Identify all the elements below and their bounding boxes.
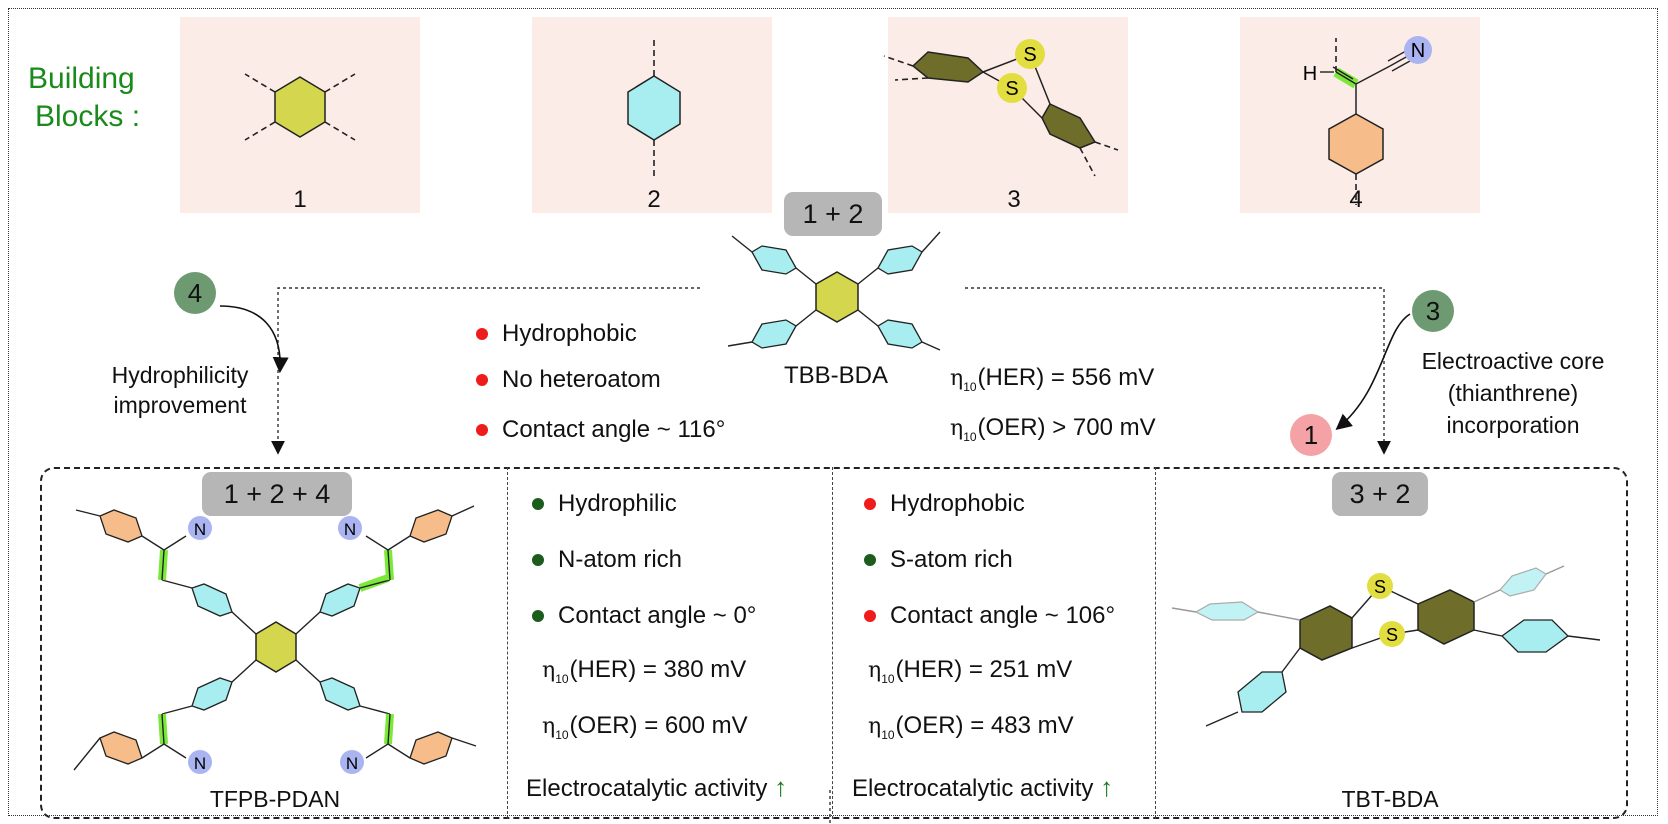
block-3-sulfur-top: S [1023, 44, 1036, 66]
tbb-oer: η10(OER) > 700 mV [950, 414, 1156, 444]
block-2-structure [627, 40, 681, 176]
tbb-name: TBB-BDA [783, 362, 888, 389]
tbt-activity: Electrocatalytic activity ↑ [852, 772, 1114, 802]
tfpb-property-1: Hydrophilic [532, 490, 677, 518]
building-block-panel-4 [1240, 17, 1480, 213]
block-1-structure [244, 73, 356, 141]
tbt-name: TBT-BDA [1341, 786, 1439, 812]
tbt-bda-structure: S S [1171, 565, 1601, 727]
positive-dot [532, 610, 544, 622]
tbt-oer: η10(OER) = 483 mV [868, 712, 1074, 742]
right-path-label-1: Electroactive core [1421, 348, 1605, 374]
tbt-sulfur-bottom: S [1386, 625, 1398, 645]
positive-dot [864, 554, 876, 566]
divider-2 [832, 467, 833, 819]
tbb-property-3: Contact angle ~ 116° [476, 416, 725, 444]
negative-dot [476, 424, 488, 436]
block-4-structure: N H [1303, 36, 1432, 205]
tbt-property-2: S-atom rich [864, 546, 1013, 574]
tbb-her: η10(HER) = 556 mV [950, 364, 1155, 394]
activity-up-arrow: ↑ [1100, 772, 1114, 802]
tbb-badge: 1 + 2 [784, 192, 882, 236]
positive-dot [532, 554, 544, 566]
tfpb-pdan-structure: N N N N [73, 505, 477, 774]
left-path-circle: 4 [174, 272, 216, 314]
activity-up-arrow: ↑ [774, 772, 788, 802]
left-path-connector [271, 287, 700, 455]
tfpb-nitrogen-4: N [194, 754, 206, 773]
tfpb-nitrogen-2: N [194, 520, 206, 539]
tbt-her: η10(HER) = 251 mV [868, 656, 1073, 686]
block-number-2: 2 [647, 186, 661, 213]
tfpb-nitrogen-1: N [344, 520, 356, 539]
tfpb-badge: 1 + 2 + 4 [202, 472, 352, 516]
block-number-1: 1 [293, 186, 307, 213]
right-curved-arrow [1335, 313, 1411, 431]
heading-line-1: Building [28, 62, 135, 95]
right-path-label-2: (thianthrene) [1447, 380, 1579, 406]
negative-dot [476, 374, 488, 386]
outer-border [8, 8, 1658, 816]
tbb-property-1: Hydrophobic [476, 320, 637, 348]
tfpb-oer: η10(OER) = 600 mV [542, 712, 748, 742]
left-path-label-2: improvement [113, 392, 247, 418]
block-3-sulfur-bottom: S [1005, 78, 1018, 100]
tfpb-her: η10(HER) = 380 mV [542, 656, 747, 686]
building-block-panel-3 [888, 17, 1128, 213]
tfpb-nitrogen-3: N [346, 754, 358, 773]
tfpb-property-3: Contact angle ~ 0° [532, 602, 756, 630]
heading-line-2: Blocks : [35, 100, 141, 133]
positive-dot [532, 498, 544, 510]
tbt-sulfur-top: S [1374, 577, 1386, 597]
negative-dot [476, 328, 488, 340]
tbt-badge: 3 + 2 [1332, 472, 1428, 516]
tbb-bda-structure [727, 231, 941, 351]
left-curved-arrow [219, 305, 289, 374]
negative-dot [864, 498, 876, 510]
negative-dot [864, 610, 876, 622]
bottom-compare-box [40, 467, 1628, 819]
right-path-circle-start: 3 [1412, 290, 1454, 332]
tbb-property-2: No heteroatom [476, 366, 661, 394]
right-path-connector [965, 287, 1391, 455]
left-path-label-1: Hydrophilicity [111, 362, 249, 388]
tfpb-activity: Electrocatalytic activity ↑ [526, 772, 788, 802]
tbt-property-1: Hydrophobic [864, 490, 1025, 518]
block-4-nitrogen: N [1411, 40, 1425, 62]
right-path-circle-end: 1 [1290, 414, 1332, 456]
divider-3 [1155, 467, 1156, 819]
right-path-label-3: incorporation [1446, 412, 1580, 438]
divider-1 [507, 467, 508, 819]
block-3-structure: S S [883, 39, 1119, 177]
tfpb-property-2: N-atom rich [532, 546, 682, 574]
block-number-3: 3 [1007, 186, 1021, 213]
block-4-hydrogen: H [1303, 63, 1317, 85]
tbt-property-3: Contact angle ~ 106° [864, 602, 1115, 630]
tfpb-name: TFPB-PDAN [209, 786, 341, 812]
